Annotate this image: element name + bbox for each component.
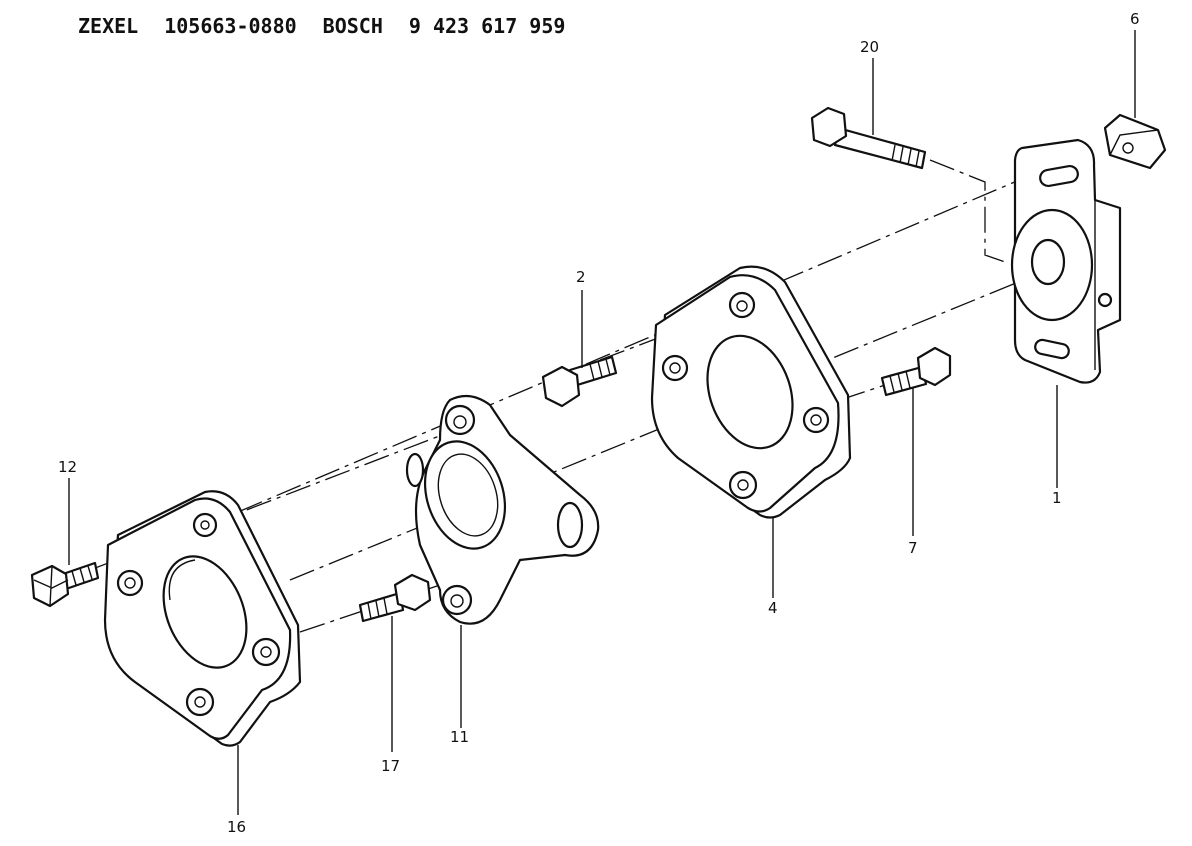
bolt-20 (810, 106, 927, 170)
callout-17: 17 (381, 757, 400, 775)
bosch-part-number: 9 423 617 959 (408, 14, 566, 38)
flange-plate-16 (103, 490, 302, 747)
callout-11: 11 (450, 728, 469, 746)
nut-6 (1103, 113, 1167, 170)
callout-16: 16 (227, 818, 246, 836)
document-header: ZEXEL 105663-0880 BOSCH 9 423 617 959 (78, 14, 591, 38)
callout-labels: 12 16 17 11 2 4 7 1 6 20 (58, 10, 1140, 836)
coupling-flange-11 (405, 394, 600, 625)
callout-4: 4 (768, 599, 778, 617)
brand-bosch: BOSCH (322, 14, 383, 38)
bolt-7 (880, 346, 952, 397)
bolt-12 (30, 561, 100, 608)
brand-zexel: ZEXEL (78, 14, 139, 38)
callout-20: 20 (860, 38, 879, 56)
callout-12: 12 (58, 458, 77, 476)
zexel-part-number: 105663-0880 (164, 14, 297, 38)
callout-6: 6 (1130, 10, 1140, 28)
flange-plate-4 (650, 265, 852, 519)
bolt-17 (358, 573, 432, 623)
callout-7: 7 (908, 539, 918, 557)
callout-1: 1 (1052, 489, 1062, 507)
callout-2: 2 (576, 268, 586, 286)
bolt-2 (541, 355, 618, 408)
drive-hub-1 (1010, 138, 1122, 384)
callout-leaders (68, 30, 1136, 815)
